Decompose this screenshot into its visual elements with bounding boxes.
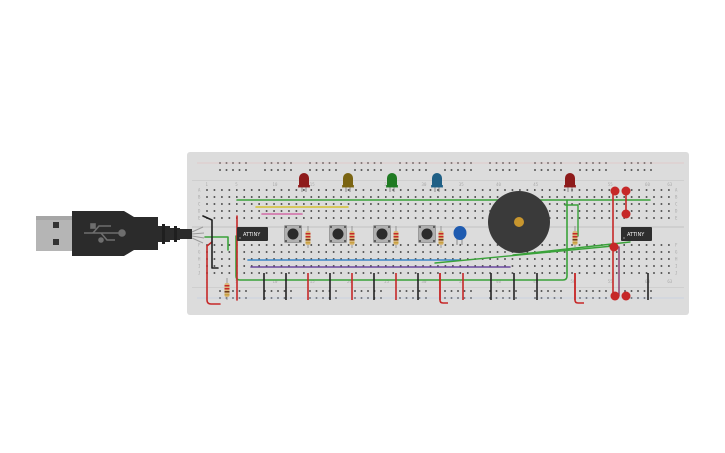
column-label: 20 <box>347 279 352 284</box>
wire-green-diag <box>434 245 614 264</box>
chip-left-label: ATTINY <box>243 232 261 238</box>
column-label: 30 <box>422 279 427 284</box>
column-label: 35 <box>459 279 464 284</box>
leds[interactable] <box>298 173 576 192</box>
column-label: 45 <box>533 279 538 284</box>
short-wires[interactable] <box>263 273 649 304</box>
buzzer[interactable] <box>488 191 550 253</box>
column-label: 35 <box>459 182 464 187</box>
row-label: J <box>675 271 677 276</box>
usb-plug[interactable] <box>36 211 205 256</box>
row-label: E <box>675 216 678 221</box>
column-label: 45 <box>533 182 538 187</box>
push-buttons[interactable] <box>284 225 436 243</box>
resistor[interactable] <box>393 226 399 248</box>
resistor[interactable] <box>438 226 444 248</box>
wire-red-usb <box>206 241 221 305</box>
resistor[interactable] <box>224 278 230 300</box>
jumper-wire[interactable] <box>439 273 448 304</box>
row-label: H <box>675 257 678 262</box>
resistor[interactable] <box>349 226 355 248</box>
wires[interactable] <box>202 190 651 305</box>
chip-right-label: ATTINY <box>627 232 645 238</box>
column-label: 60 <box>645 182 650 187</box>
row-label: A <box>198 188 201 193</box>
wire-green-right <box>564 204 579 237</box>
row-label: D <box>198 209 201 214</box>
wire-end-dots <box>609 186 631 301</box>
row-label: C <box>675 202 678 207</box>
resistor[interactable] <box>572 226 578 248</box>
column-label: 40 <box>496 279 501 284</box>
resistor[interactable] <box>305 226 311 248</box>
led[interactable] <box>431 173 443 192</box>
column-label: 55 <box>608 279 613 284</box>
column-label: 30 <box>422 182 427 187</box>
column-label: 5 <box>235 182 238 187</box>
row-label: F <box>198 243 201 248</box>
led[interactable] <box>564 173 576 192</box>
row-label: A <box>675 188 678 193</box>
breadboard[interactable] <box>187 152 689 315</box>
column-label: 50 <box>571 279 576 284</box>
row-label: J <box>198 271 200 276</box>
push-button[interactable] <box>329 225 347 243</box>
led[interactable] <box>386 173 398 192</box>
row-label: G <box>675 250 678 255</box>
usb-icon <box>84 223 126 243</box>
column-label: 55 <box>608 182 613 187</box>
column-label: 25 <box>384 279 389 284</box>
row-label: B <box>198 195 201 200</box>
led[interactable] <box>298 173 310 192</box>
capacitor[interactable] <box>453 226 467 245</box>
column-label: 10 <box>273 182 278 187</box>
column-label: 10 <box>273 279 278 284</box>
row-label: E <box>198 216 201 221</box>
push-button[interactable] <box>284 225 302 243</box>
wire-black-usb <box>202 215 219 269</box>
column-label: 1 <box>206 182 209 187</box>
jumper-wire[interactable] <box>574 273 584 304</box>
column-label: 63 <box>667 182 672 187</box>
chip-left[interactable]: ATTINY <box>237 227 268 241</box>
column-label: 15 <box>310 279 315 284</box>
row-label: D <box>675 209 678 214</box>
chip-right[interactable]: ATTINY <box>621 227 652 241</box>
push-button[interactable] <box>418 225 436 243</box>
push-button[interactable] <box>373 225 391 243</box>
resistors[interactable] <box>224 226 578 300</box>
row-label: H <box>198 257 201 262</box>
row-label: I <box>198 264 201 269</box>
row-label: B <box>675 195 678 200</box>
wire-green-diag2 <box>512 241 631 256</box>
row-label: F <box>675 243 678 248</box>
led[interactable] <box>342 173 354 192</box>
column-label: 63 <box>667 279 672 284</box>
column-label: 15 <box>310 182 315 187</box>
row-label: G <box>198 250 201 255</box>
row-label: C <box>198 202 201 207</box>
row-label: I <box>675 264 678 269</box>
column-label: 40 <box>496 182 501 187</box>
